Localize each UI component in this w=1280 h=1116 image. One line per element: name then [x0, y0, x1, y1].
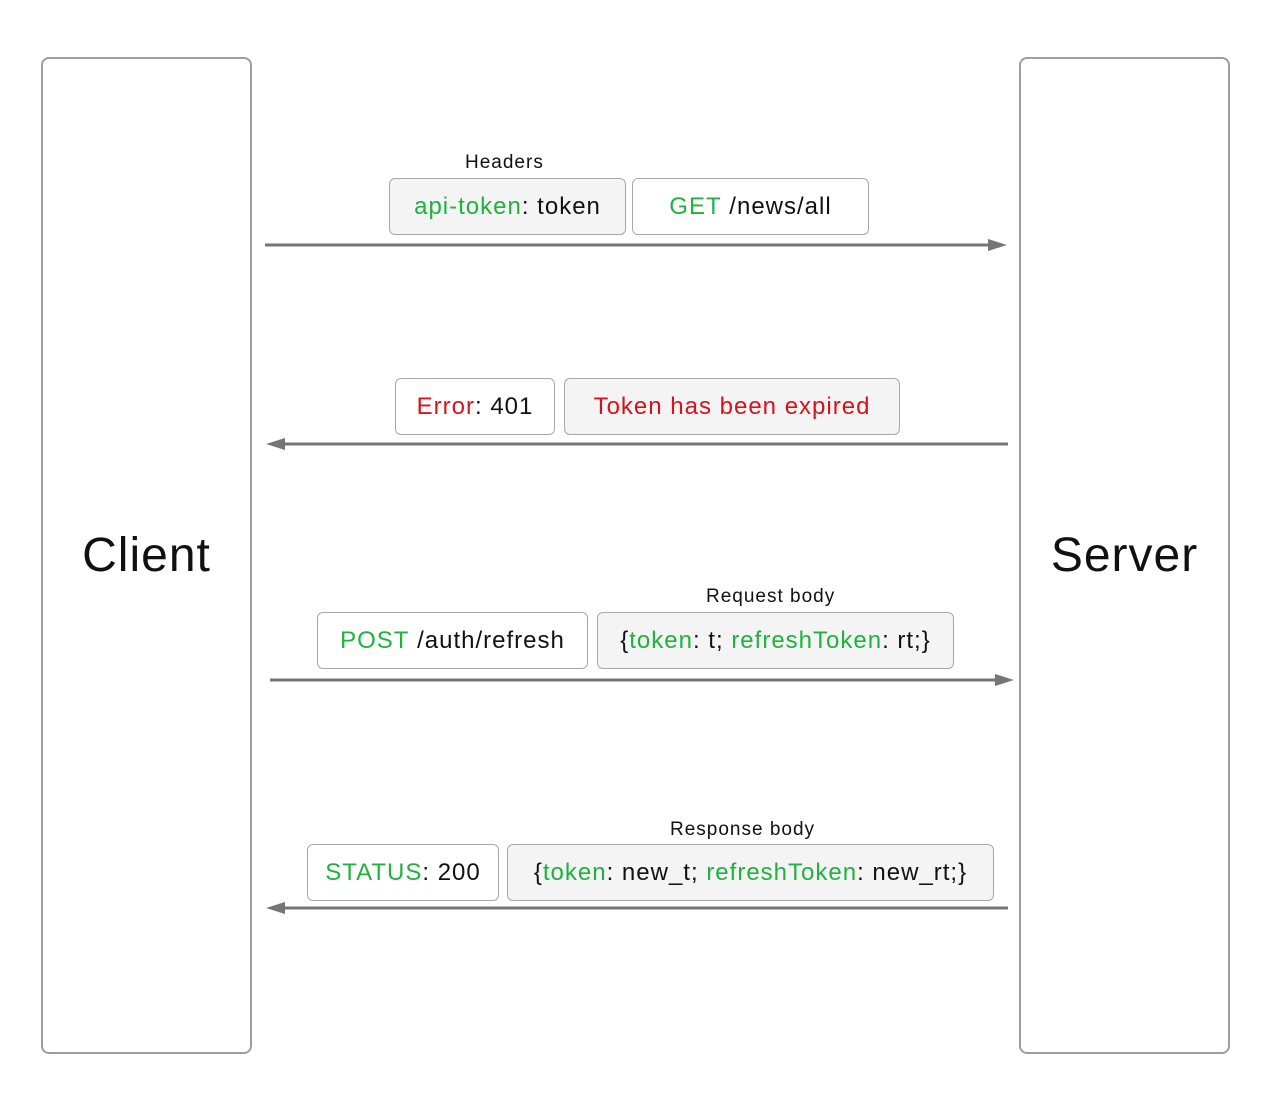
request-path: /news/all — [721, 192, 832, 220]
arrowhead-error-response — [266, 438, 285, 450]
arrowhead-refresh-response — [266, 902, 285, 914]
body-value-token: : t; — [692, 626, 732, 654]
body-value-refresh-token: : rt;} — [882, 626, 931, 654]
body-value-refresh-token: : new_rt;} — [857, 858, 968, 886]
request-get-news: GET /news/all — [632, 178, 869, 235]
status-value: 200 — [437, 858, 481, 886]
arrowhead-refresh-request — [995, 674, 1014, 686]
request-path: /auth/refresh — [409, 626, 565, 654]
header-sep: : — [521, 192, 538, 220]
headers-caption: Headers — [465, 152, 544, 173]
header-api-token: api-token: token — [389, 178, 626, 235]
brace-open: { — [620, 626, 630, 654]
server-box: Server — [1019, 57, 1230, 1054]
server-label: Server — [1050, 529, 1199, 582]
body-key-refresh-token: refreshToken — [706, 858, 858, 886]
http-method: POST — [340, 626, 410, 654]
http-method: GET — [669, 192, 722, 220]
body-key-refresh-token: refreshToken — [731, 626, 883, 654]
request-body: {token: t; refreshToken: rt;} — [597, 612, 954, 669]
client-label: Client — [82, 529, 211, 582]
brace-open: { — [533, 858, 543, 886]
header-value: token — [537, 192, 601, 220]
response-body-caption: Response body — [670, 819, 816, 840]
error-value: 401 — [490, 392, 534, 420]
request-post-refresh: POST /auth/refresh — [317, 612, 588, 669]
body-key-token: token — [629, 626, 693, 654]
status-code: STATUS: 200 — [307, 844, 499, 901]
error-code: Error: 401 — [395, 378, 555, 435]
error-message: Token has been expired — [564, 378, 900, 435]
client-box: Client — [41, 57, 252, 1054]
response-body: {token: new_t; refreshToken: new_rt;} — [507, 844, 994, 901]
status-key: STATUS — [325, 858, 423, 886]
body-value-token: : new_t; — [606, 858, 707, 886]
arrowhead-request-news — [988, 239, 1007, 251]
header-key: api-token — [414, 192, 522, 220]
request-body-caption: Request body — [706, 586, 836, 607]
error-sep: : — [474, 392, 491, 420]
error-key: Error — [416, 392, 475, 420]
status-sep: : — [422, 858, 438, 886]
body-key-token: token — [542, 858, 607, 886]
error-message-text: Token has been expired — [593, 392, 871, 420]
